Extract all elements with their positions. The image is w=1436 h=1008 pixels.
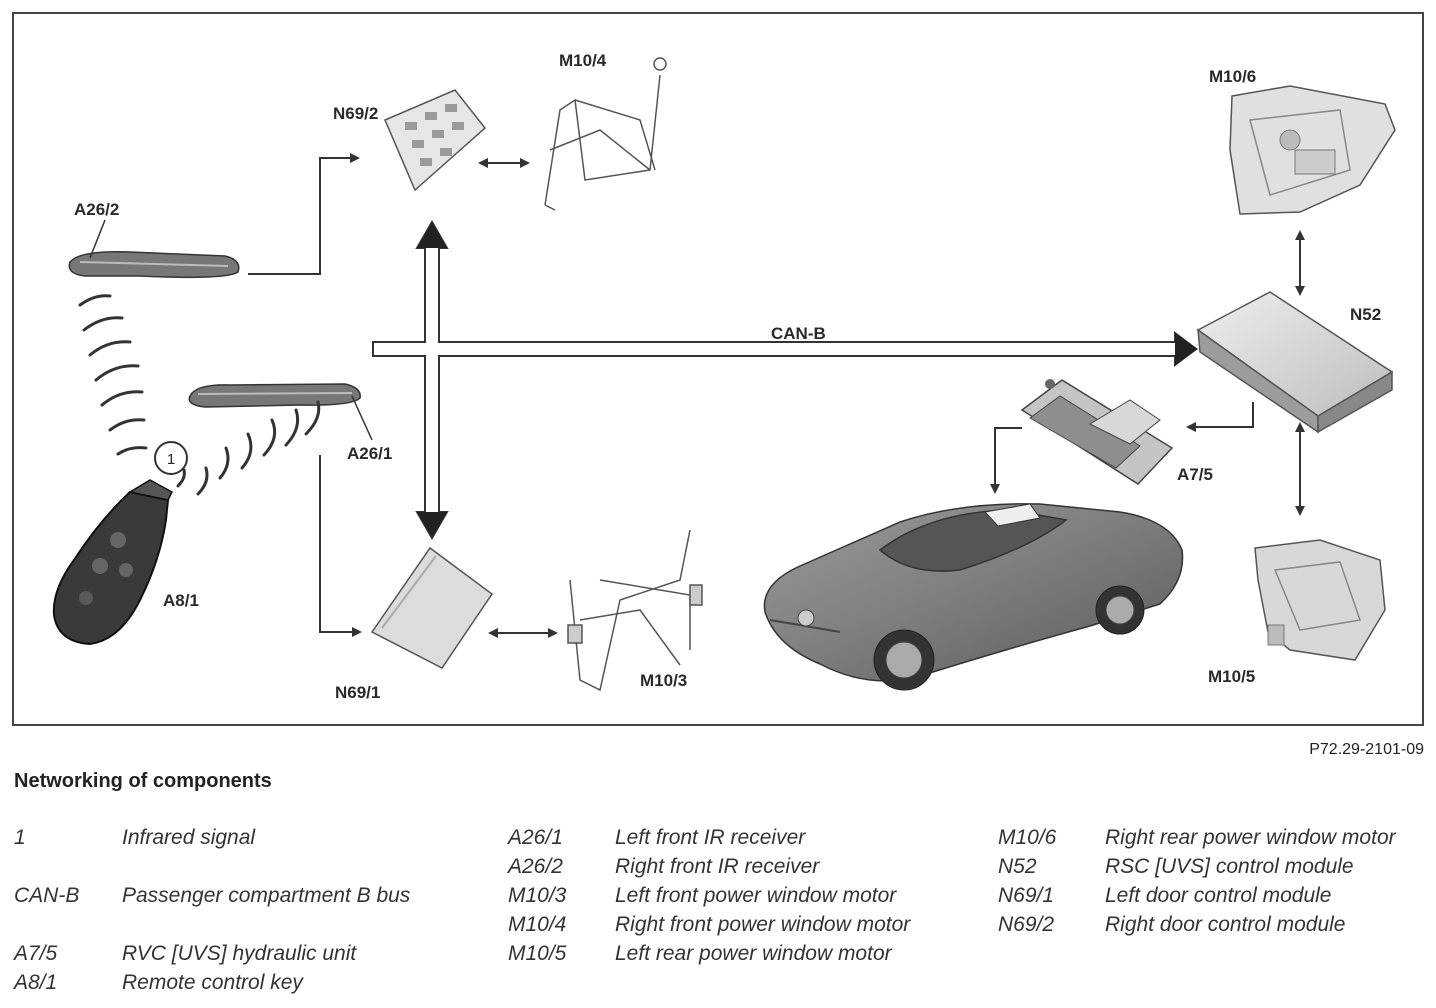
legend-desc: Remote control key	[122, 971, 303, 994]
legend-code: CAN-B	[14, 884, 80, 907]
n69-2-module-icon	[384, 89, 487, 192]
figure-reference: P72.29-2101-09	[1309, 741, 1424, 758]
legend-desc: Right front IR receiver	[615, 855, 820, 878]
a26-1-leader	[351, 395, 373, 441]
label-n52: N52	[1350, 305, 1381, 324]
legend-code: M10/4	[508, 913, 567, 936]
m10-4-window-motor-icon	[544, 57, 667, 211]
label-m10-4: M10/4	[559, 51, 607, 70]
car-icon	[763, 503, 1184, 691]
line-a26-2-to-n69-2	[248, 153, 360, 275]
line-n52-to-a7-5	[1186, 402, 1254, 432]
m10-5-window-motor-icon	[1254, 539, 1386, 661]
section-title: Networking of components	[14, 770, 272, 792]
can-b-arrowhead-down	[417, 512, 447, 538]
label-a26-1: A26/1	[347, 444, 392, 463]
legend-code: N69/1	[998, 884, 1055, 907]
label-1: 1	[167, 451, 175, 468]
n69-1-module-icon	[370, 546, 494, 669]
infrared-waves-lower	[176, 400, 321, 496]
legend-code: A26/1	[508, 826, 563, 849]
legend-desc: Left rear power window motor	[615, 942, 892, 965]
can-b-arrowhead-right	[1175, 333, 1198, 365]
label-m10-6: M10/6	[1209, 67, 1256, 86]
line-a7-5-to-car	[990, 427, 1022, 494]
legend-code: A7/5	[14, 942, 58, 965]
label-a8-1: A8/1	[163, 591, 199, 610]
legend-desc: Left door control module	[1105, 884, 1332, 907]
legend-code: M10/3	[508, 884, 567, 907]
a7-5-hydraulic-unit-icon	[1020, 379, 1174, 485]
legend-code: M10/6	[998, 826, 1057, 849]
infrared-signal-marker	[154, 441, 188, 475]
a8-1-remote-key-icon	[52, 479, 173, 646]
legend-desc: Passenger compartment B bus	[122, 884, 411, 907]
label-n69-1: N69/1	[335, 683, 380, 702]
legend-code: N52	[998, 855, 1037, 878]
legend-code: N69/2	[998, 913, 1055, 936]
can-b-arrowhead-up	[417, 222, 447, 248]
label-m10-3: M10/3	[640, 671, 687, 690]
diagram-frame	[12, 12, 1424, 726]
a26-1-receiver-icon	[188, 383, 361, 408]
label-a7-5: A7/5	[1177, 465, 1213, 484]
legend-desc: Left front IR receiver	[615, 826, 806, 849]
m10-6-window-motor-icon	[1229, 85, 1396, 215]
legend-code: A26/2	[508, 855, 563, 878]
legend-code: M10/5	[508, 942, 567, 965]
n52-control-module-icon	[1196, 291, 1394, 434]
networking-diagram: 1	[12, 12, 1424, 726]
m10-3-window-motor-icon	[567, 529, 703, 692]
legend-desc: RVC [UVS] hydraulic unit	[122, 942, 357, 965]
line-a26-1-to-n69-1	[319, 455, 362, 637]
label-m10-5: M10/5	[1208, 667, 1255, 686]
a26-2-receiver-icon	[68, 250, 240, 279]
legend-desc: Right rear power window motor	[1105, 826, 1396, 849]
can-b-bus	[372, 219, 1198, 541]
legend-code: 1	[14, 826, 26, 849]
legend-desc: Right door control module	[1105, 913, 1346, 936]
legend-code: A8/1	[14, 971, 58, 994]
legend-desc: Infrared signal	[122, 826, 256, 849]
label-n69-2: N69/2	[333, 104, 378, 123]
a26-2-leader	[89, 219, 106, 259]
legend-desc: Left front power window motor	[615, 884, 897, 907]
label-a26-2: A26/2	[74, 200, 119, 219]
legend-desc: RSC [UVS] control module	[1105, 855, 1354, 878]
label-can-b: CAN-B	[771, 324, 826, 343]
legend-desc: Right front power window motor	[615, 913, 911, 936]
infrared-waves-upper	[78, 294, 148, 456]
